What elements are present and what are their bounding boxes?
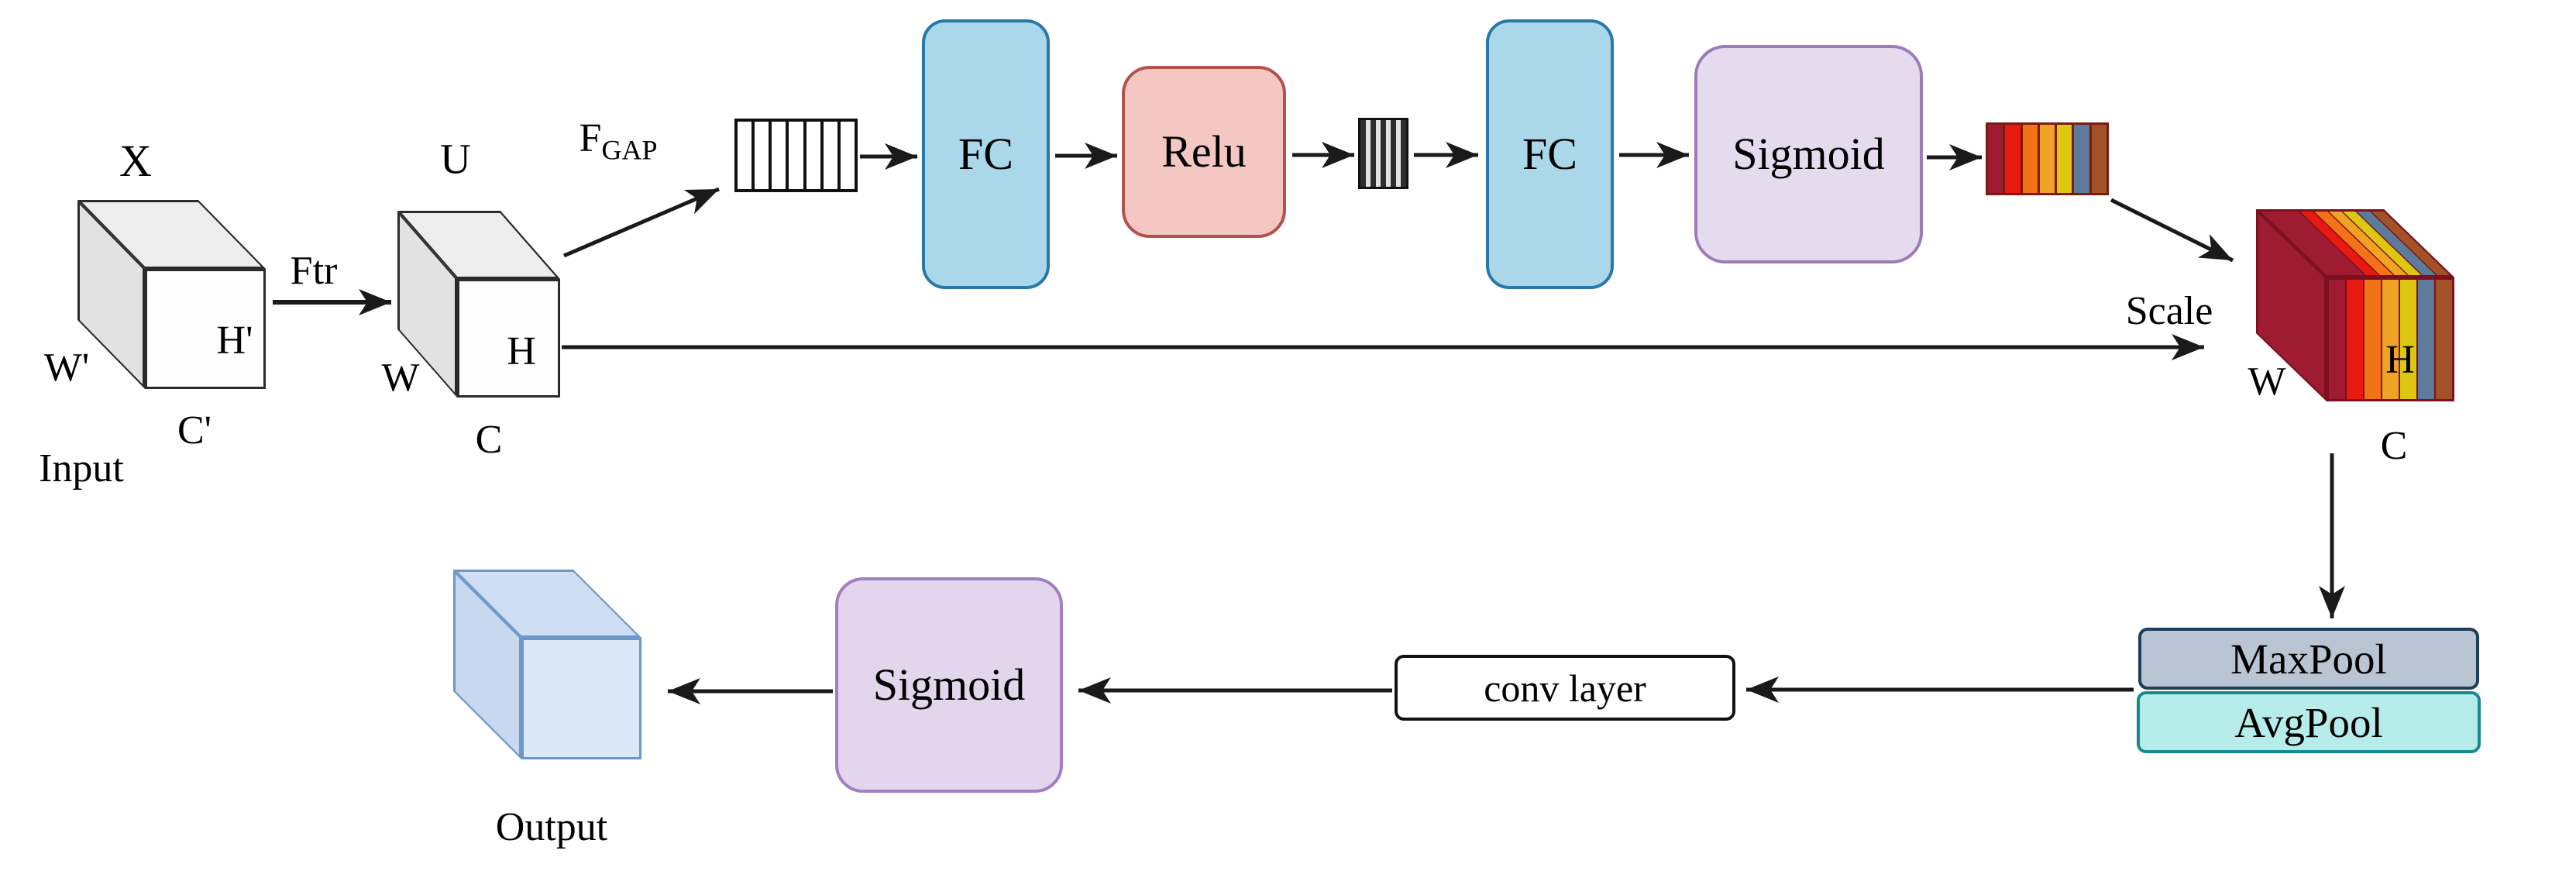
scaled-width-label: W <box>2248 360 2286 404</box>
scaled-height-label: H <box>2385 338 2415 382</box>
color-stripe <box>1381 120 1386 187</box>
input-channel-label: C' <box>177 408 212 453</box>
fc2-label: FC <box>1522 129 1577 179</box>
sigmoid-channel-block: Sigmoid <box>1694 45 1923 263</box>
color-stripe <box>755 122 769 189</box>
color-stripe <box>772 122 786 189</box>
input-width-label: W' <box>43 346 90 390</box>
color-stripe <box>2436 280 2452 399</box>
color-stripe <box>1395 120 1401 187</box>
color-stripe <box>2329 280 2345 399</box>
color-stripe <box>2005 125 2021 193</box>
input-caption: Input <box>39 446 124 491</box>
output-caption: Output <box>495 805 608 849</box>
relu-label: Relu <box>1161 126 1247 177</box>
u-width-label: W <box>381 356 420 400</box>
color-stripe <box>2418 280 2434 399</box>
color-stripe <box>2364 280 2381 399</box>
color-stripe <box>1365 120 1371 187</box>
color-stripe <box>806 122 820 189</box>
sigmoid-spatial-label: Sigmoid <box>872 659 1026 710</box>
maxpool-label: MaxPool <box>2230 635 2387 683</box>
fc1-label: FC <box>958 129 1013 179</box>
color-stripe <box>1988 125 2003 193</box>
color-stripe <box>1371 120 1376 187</box>
gap-function-label: FGAP <box>579 115 658 166</box>
color-stripe <box>738 122 752 189</box>
fc1-block: FC <box>922 19 1050 289</box>
u-channel-label: C <box>475 418 503 462</box>
input-tensor-label: X <box>119 136 152 186</box>
bar-to-scaled-cube-arrow <box>2110 198 2234 263</box>
squeeze-vector <box>1358 118 1408 189</box>
color-stripe <box>1401 120 1407 187</box>
color-stripe <box>840 122 855 189</box>
color-stripe <box>1385 120 1391 187</box>
u-height-label: H <box>507 329 536 374</box>
gap-vector <box>734 119 858 192</box>
input-cube-front-face <box>145 269 266 389</box>
fc2-block: FC <box>1486 19 1614 289</box>
ftr-arrow-label: Ftr <box>290 249 338 293</box>
color-stripe <box>823 122 837 189</box>
conv-layer-block: conv layer <box>1395 655 1735 721</box>
sigmoid-spatial-block: Sigmoid <box>835 577 1063 793</box>
avgpool-block: AvgPool <box>2137 691 2481 753</box>
color-stripe <box>2347 280 2363 399</box>
color-stripe <box>789 122 803 189</box>
channel-weight-bar <box>1986 122 2109 195</box>
color-stripe <box>1391 120 1396 187</box>
scale-arrow-label: Scale <box>2125 289 2213 333</box>
color-stripe <box>2091 125 2107 193</box>
scaled-channel-label: C <box>2380 424 2408 468</box>
color-stripe <box>2400 280 2416 399</box>
color-stripe <box>2057 125 2072 193</box>
output-cube-front-face <box>521 638 641 759</box>
color-stripe <box>2022 125 2038 193</box>
color-stripe <box>2039 125 2055 193</box>
sigmoid-channel-label: Sigmoid <box>1732 129 1885 179</box>
gap-arrow-line <box>563 187 720 258</box>
color-stripe <box>2074 125 2089 193</box>
color-stripe <box>2382 280 2399 399</box>
u-tensor-label: U <box>440 135 471 183</box>
color-stripe <box>1375 120 1381 187</box>
maxpool-block: MaxPool <box>2138 628 2479 690</box>
u-cube-front-face <box>457 279 560 398</box>
conv-layer-label: conv layer <box>1484 666 1646 710</box>
relu-block: Relu <box>1122 66 1286 238</box>
scaled-cube-front-face <box>2327 277 2454 401</box>
avgpool-label: AvgPool <box>2234 698 2383 746</box>
color-stripe <box>1360 120 1366 187</box>
input-height-label: H' <box>216 318 253 363</box>
